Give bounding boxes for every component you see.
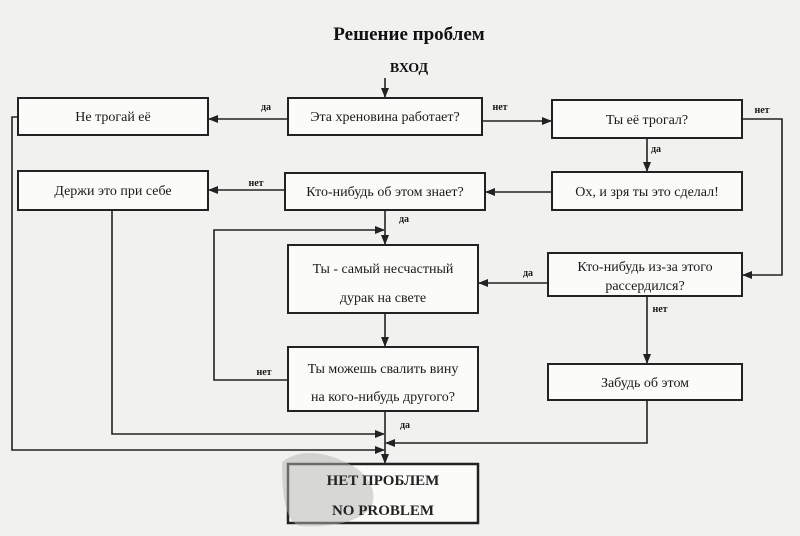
node-text: Забудь об этом [601, 376, 689, 391]
entry-label: ВХОД [390, 61, 429, 76]
label-yes: да [651, 144, 661, 155]
label-yes: да [523, 268, 533, 279]
node-keep-to-yourself: Держи это при себе [17, 170, 209, 211]
label-no: нет [256, 367, 271, 378]
arrow-keep-to-final [111, 210, 385, 438]
label-yes: да [400, 420, 410, 431]
node-anyone-angry: Кто-нибудь из-за этого рассердился? [547, 252, 743, 297]
node-text: Ты её трогал? [606, 113, 688, 128]
node-text: Ты - самый несчастный [313, 262, 454, 277]
node-shouldnt-have: Ох, и зря ты это сделал! [551, 171, 743, 211]
node-blame-someone: Ты можешь свалить вину на кого-нибудь др… [287, 346, 479, 412]
node-text: Ох, и зря ты это сделал! [575, 185, 719, 200]
label-no: нет [754, 105, 769, 116]
label-yes: да [261, 102, 271, 113]
label-no: нет [248, 178, 263, 189]
node-did-you-touch: Ты её трогал? [551, 99, 743, 139]
node-anyone-knows: Кто-нибудь об этом знает? [284, 172, 486, 211]
label-yes: да [399, 214, 409, 225]
node-text: НЕТ ПРОБЛЕМ [327, 473, 440, 489]
node-dont-touch: Не трогай её [17, 97, 209, 136]
node-does-it-work: Эта хреновина работает? [287, 97, 483, 136]
stain [282, 452, 374, 527]
arrow-forget-to-final [385, 400, 648, 447]
node-text: рассердился? [605, 279, 684, 294]
node-text: Кто-нибудь из-за этого [577, 260, 712, 275]
node-text: дурак на свете [340, 291, 426, 306]
arrow-dont-touch-to-final [11, 116, 385, 454]
label-no: нет [652, 304, 667, 315]
connectors [11, 78, 783, 464]
node-text: Кто-нибудь об этом знает? [306, 185, 464, 200]
node-text: Не трогай её [75, 110, 151, 125]
node-unlucky-fool: Ты - самый несчастный дурак на свете [287, 244, 479, 314]
node-no-problem: НЕТ ПРОБЛЕМ NO PROBLEM [282, 452, 480, 527]
label-no: нет [492, 102, 507, 113]
node-forget-it: Забудь об этом [547, 363, 743, 401]
node-text: на кого-нибудь другого? [311, 390, 455, 405]
node-text: Эта хреновина работает? [310, 110, 459, 125]
node-text: Ты можешь свалить вину [308, 362, 459, 377]
node-text: Держи это при себе [54, 184, 171, 199]
arrow-blame-no [213, 226, 385, 381]
diagram-title: Решение проблем [333, 24, 484, 45]
arrow-touched-no [742, 118, 783, 279]
node-text: NO PROBLEM [332, 503, 434, 519]
